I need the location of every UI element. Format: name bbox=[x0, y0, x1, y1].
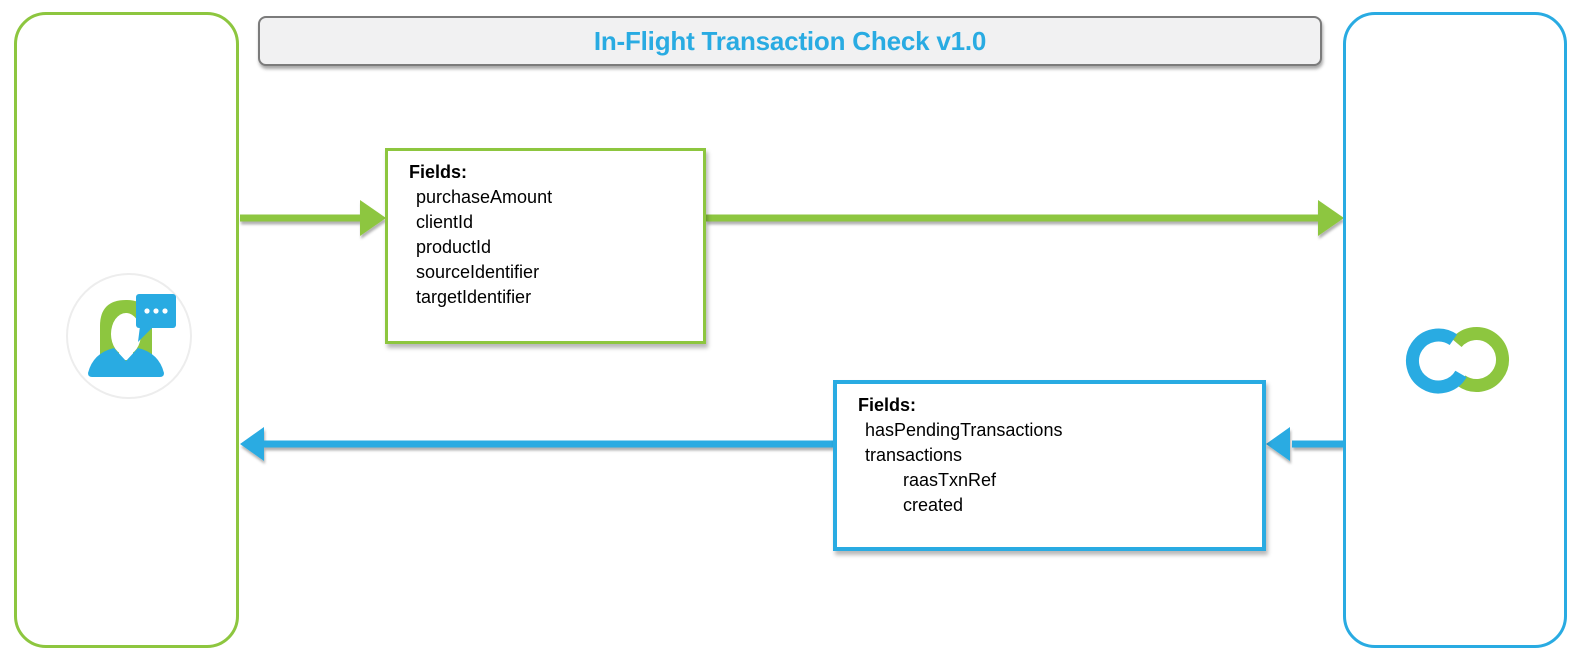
service-panel bbox=[1343, 12, 1567, 648]
speech-bubble-tail bbox=[138, 326, 154, 342]
response-fields-heading: Fields: bbox=[858, 395, 917, 415]
speech-dot-1 bbox=[144, 308, 150, 314]
person-neck bbox=[119, 346, 133, 360]
logo-green-ring bbox=[1451, 327, 1509, 392]
speech-dot-2 bbox=[153, 308, 159, 314]
response-field-item: created bbox=[903, 495, 964, 515]
person-shoulders bbox=[88, 348, 164, 377]
speech-dot-3 bbox=[162, 308, 168, 314]
request-field-item: clientId bbox=[416, 212, 474, 232]
logo-blue-ring bbox=[1406, 328, 1467, 394]
request-arrowhead-1 bbox=[360, 200, 386, 236]
response-field-item: raasTxnRef bbox=[903, 470, 997, 490]
request-field-item: purchaseAmount bbox=[416, 187, 553, 207]
response-field-item: transactions bbox=[865, 445, 963, 465]
person-with-speech-bubble-icon bbox=[66, 273, 192, 399]
response-arrowhead-2 bbox=[240, 427, 264, 461]
interlocking-rings-icon bbox=[1406, 327, 1509, 394]
response-fields-box: Fields: hasPendingTransactions transacti… bbox=[833, 380, 1266, 551]
diagram-title-bar: In-Flight Transaction Check v1.0 bbox=[258, 16, 1322, 66]
request-field-item: sourceIdentifier bbox=[416, 262, 540, 282]
response-field-item: hasPendingTransactions bbox=[865, 420, 1063, 440]
response-arrowhead-1 bbox=[1266, 427, 1290, 461]
request-field-item: productId bbox=[416, 237, 492, 257]
request-arrowhead-2 bbox=[1318, 200, 1344, 236]
request-fields-heading: Fields: bbox=[409, 162, 468, 182]
request-field-item: targetIdentifier bbox=[416, 287, 532, 307]
icon-circle-outline bbox=[66, 273, 192, 399]
person-face bbox=[111, 313, 141, 355]
request-fields-box: Fields: purchaseAmount clientId productI… bbox=[385, 148, 706, 344]
diagram-title: In-Flight Transaction Check v1.0 bbox=[593, 25, 987, 56]
